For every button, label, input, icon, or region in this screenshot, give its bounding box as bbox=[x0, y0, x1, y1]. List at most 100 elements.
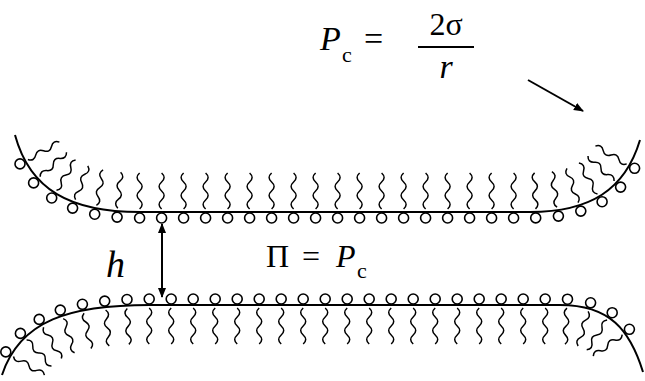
hydrocarbon-tail bbox=[588, 156, 614, 181]
head-group bbox=[29, 178, 39, 188]
head-group bbox=[47, 193, 57, 203]
hydrocarbon-tail bbox=[279, 308, 284, 344]
hydrocarbon-tail bbox=[455, 308, 460, 344]
surfactant-molecules bbox=[1, 142, 640, 376]
head-group bbox=[245, 213, 255, 223]
head-group bbox=[443, 213, 453, 223]
hydrocarbon-tail bbox=[489, 173, 494, 209]
hydrocarbon-tail bbox=[257, 308, 262, 344]
head-group bbox=[157, 213, 167, 223]
subscript: c bbox=[357, 260, 367, 282]
head-group bbox=[355, 213, 365, 223]
head-group bbox=[223, 213, 233, 223]
hydrocarbon-tail bbox=[96, 170, 103, 205]
head-group bbox=[553, 211, 563, 221]
hydrocarbon-tail bbox=[125, 309, 131, 345]
pointer-arrow bbox=[528, 80, 583, 111]
hydrocarbon-tail bbox=[104, 310, 110, 346]
head-group bbox=[276, 294, 286, 304]
hydrocarbon-tail bbox=[499, 308, 504, 344]
hydrocarbon-tail bbox=[379, 173, 384, 209]
head-group bbox=[563, 294, 573, 304]
hydrocarbon-tail bbox=[75, 166, 89, 200]
hydrocarbon-tail bbox=[147, 308, 152, 344]
hydrocarbon-tail bbox=[291, 173, 296, 209]
head-group bbox=[254, 294, 264, 304]
pressure-symbol: P bbox=[320, 22, 341, 56]
hydrocarbon-tail bbox=[566, 168, 579, 202]
head-group bbox=[15, 328, 25, 338]
hydrocarbon-tail bbox=[235, 308, 240, 344]
head-group bbox=[474, 294, 484, 304]
hydrocarbon-tail bbox=[357, 173, 362, 209]
head-group bbox=[616, 182, 626, 192]
head-group bbox=[144, 294, 154, 304]
hydrocarbon-tail bbox=[203, 173, 208, 209]
hydrocarbon-tail bbox=[543, 308, 548, 344]
head-group bbox=[531, 213, 541, 223]
head-group bbox=[386, 294, 396, 304]
head-group bbox=[452, 294, 462, 304]
head-group bbox=[166, 294, 176, 304]
head-group bbox=[179, 213, 189, 223]
hydrocarbon-tail bbox=[116, 172, 123, 208]
head-group bbox=[135, 213, 145, 223]
head-group bbox=[540, 294, 550, 304]
hydrocarbon-tail bbox=[433, 308, 438, 344]
hydrocarbon-tail bbox=[367, 308, 372, 344]
hydrocarbon-tail bbox=[82, 313, 92, 348]
head-group bbox=[77, 299, 87, 309]
head-group bbox=[298, 294, 308, 304]
thickness-arrow bbox=[161, 224, 163, 297]
head-group bbox=[607, 308, 617, 318]
hydrocarbon-tail bbox=[27, 340, 52, 366]
head-group bbox=[122, 295, 132, 305]
head-group bbox=[597, 197, 607, 207]
hydrocarbon-tail bbox=[14, 357, 45, 376]
head-group bbox=[342, 294, 352, 304]
head-group bbox=[421, 213, 431, 223]
head-group bbox=[34, 314, 44, 324]
hydrocarbon-tail bbox=[587, 320, 607, 350]
head-group bbox=[586, 298, 596, 308]
head-group bbox=[55, 305, 65, 315]
hydrocarbon-tail bbox=[595, 146, 626, 165]
head-group bbox=[90, 209, 100, 219]
hydrocarbon-tail bbox=[579, 163, 598, 194]
head-group bbox=[311, 213, 321, 223]
equals-sign: = bbox=[302, 240, 320, 272]
hydrocarbon-tail bbox=[593, 335, 622, 357]
hydrocarbon-tail bbox=[43, 327, 62, 358]
head-group bbox=[377, 213, 387, 223]
hydrocarbon-tail bbox=[532, 173, 538, 209]
head-group bbox=[210, 294, 220, 304]
hydrocarbon-tail bbox=[411, 308, 416, 344]
hydrocarbon-tail bbox=[28, 142, 60, 161]
hydrocarbon-tail bbox=[335, 173, 340, 209]
hydrocarbon-tail bbox=[345, 308, 350, 344]
head-group bbox=[487, 213, 497, 223]
hydrocarbon-tail bbox=[563, 308, 569, 344]
head-group bbox=[624, 324, 634, 334]
thickness-label: h bbox=[106, 245, 125, 283]
hydrocarbon-tail bbox=[137, 173, 142, 209]
head-group bbox=[188, 294, 198, 304]
head-group bbox=[289, 213, 299, 223]
hydrocarbon-tail bbox=[269, 173, 274, 209]
hydrocarbon-tail bbox=[57, 160, 76, 190]
numerator: 2σ bbox=[429, 8, 462, 40]
head-group bbox=[100, 296, 110, 306]
disjoining-pressure-symbol: Π bbox=[266, 240, 289, 272]
hydrocarbon-tail bbox=[313, 173, 318, 209]
head-group bbox=[201, 213, 211, 223]
denominator: r bbox=[439, 50, 452, 84]
head-group bbox=[518, 294, 528, 304]
head-group bbox=[430, 294, 440, 304]
hydrocarbon-tail bbox=[401, 173, 406, 209]
hydrocarbon-tail bbox=[467, 173, 472, 209]
head-group bbox=[630, 163, 640, 173]
hydrocarbon-tail bbox=[247, 173, 252, 209]
head-group bbox=[320, 294, 330, 304]
head-group bbox=[399, 213, 409, 223]
hydrocarbon-tail bbox=[423, 173, 428, 209]
